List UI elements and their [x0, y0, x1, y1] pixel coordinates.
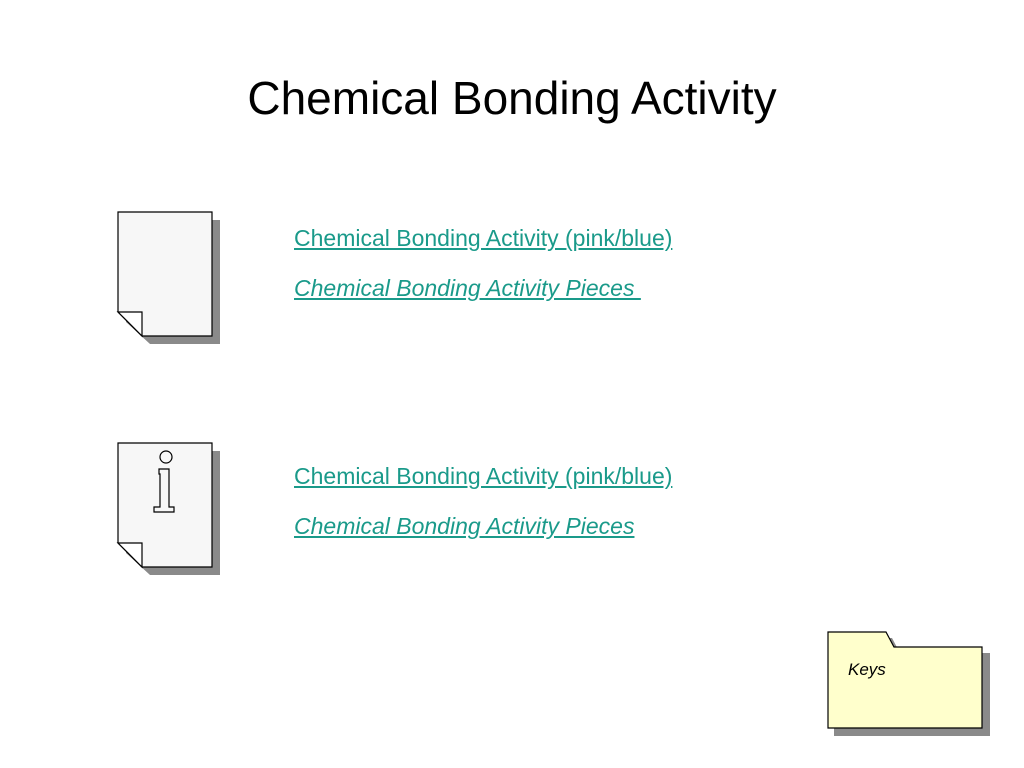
- folder-label: Keys: [848, 660, 886, 679]
- blank-document-icon[interactable]: [116, 210, 226, 350]
- slide-title: Chemical Bonding Activity: [247, 72, 777, 124]
- activity-pieces-link-1[interactable]: Chemical Bonding Activity Pieces: [294, 275, 641, 301]
- activity-pieces-link-2[interactable]: Chemical Bonding Activity Pieces: [294, 513, 635, 539]
- info-document-icon[interactable]: [116, 441, 226, 581]
- activity-pink-blue-link-2[interactable]: Chemical Bonding Activity (pink/blue): [294, 463, 673, 489]
- activity-pink-blue-link-1[interactable]: Chemical Bonding Activity (pink/blue): [294, 225, 673, 251]
- folder-icon[interactable]: [826, 630, 994, 738]
